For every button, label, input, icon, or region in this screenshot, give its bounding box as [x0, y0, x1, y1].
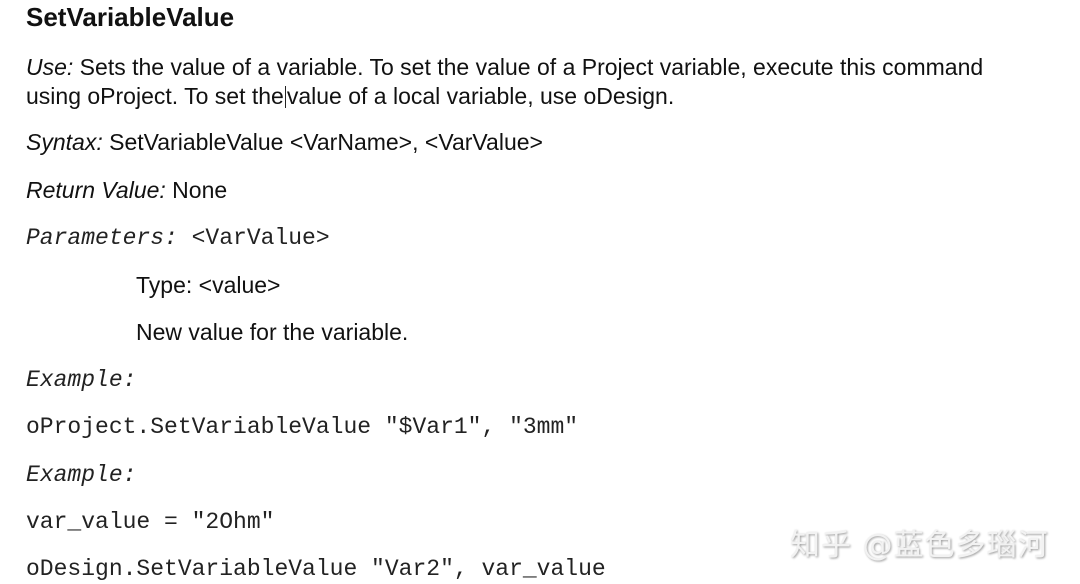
example-label-2: Example: — [26, 462, 137, 488]
text-cursor — [284, 86, 286, 108]
parameters-label: Parameters: — [26, 225, 178, 251]
use-text-2a: using oProject. To set the — [26, 83, 284, 109]
syntax-label: Syntax: — [26, 129, 103, 155]
syntax-text: SetVariableValue <VarName>, <VarValue> — [102, 129, 543, 155]
syntax-line: Syntax: SetVariableValue <VarName>, <Var… — [26, 129, 543, 156]
example-code-line: var_value = "2Ohm" — [26, 509, 275, 535]
page-title: SetVariableValue — [26, 2, 235, 32]
use-line-1: Use: Sets the value of a variable. To se… — [26, 54, 983, 81]
example-label-1: Example: — [26, 367, 137, 393]
example-code-line: oDesign.SetVariableValue "Var2", var_val… — [26, 556, 606, 582]
parameter-type: Type: <value> — [136, 272, 281, 298]
example-code-line: oProject.SetVariableValue "$Var1", "3mm" — [26, 414, 579, 440]
watermark: 知乎 @蓝色多瑙河 — [790, 528, 1049, 563]
use-text-2b: value of a local variable, use oDesign. — [286, 83, 675, 109]
use-label: Use: — [26, 54, 74, 80]
parameters-text: <VarValue> — [177, 225, 330, 251]
return-value-line: Return Value: None — [26, 177, 227, 204]
parameters-line: Parameters: <VarValue> — [26, 225, 330, 251]
parameter-description: New value for the variable. — [136, 319, 409, 345]
return-value-text: None — [165, 177, 228, 203]
use-text-1: Sets the value of a variable. To set the… — [73, 54, 984, 80]
return-value-label: Return Value: — [26, 177, 166, 203]
